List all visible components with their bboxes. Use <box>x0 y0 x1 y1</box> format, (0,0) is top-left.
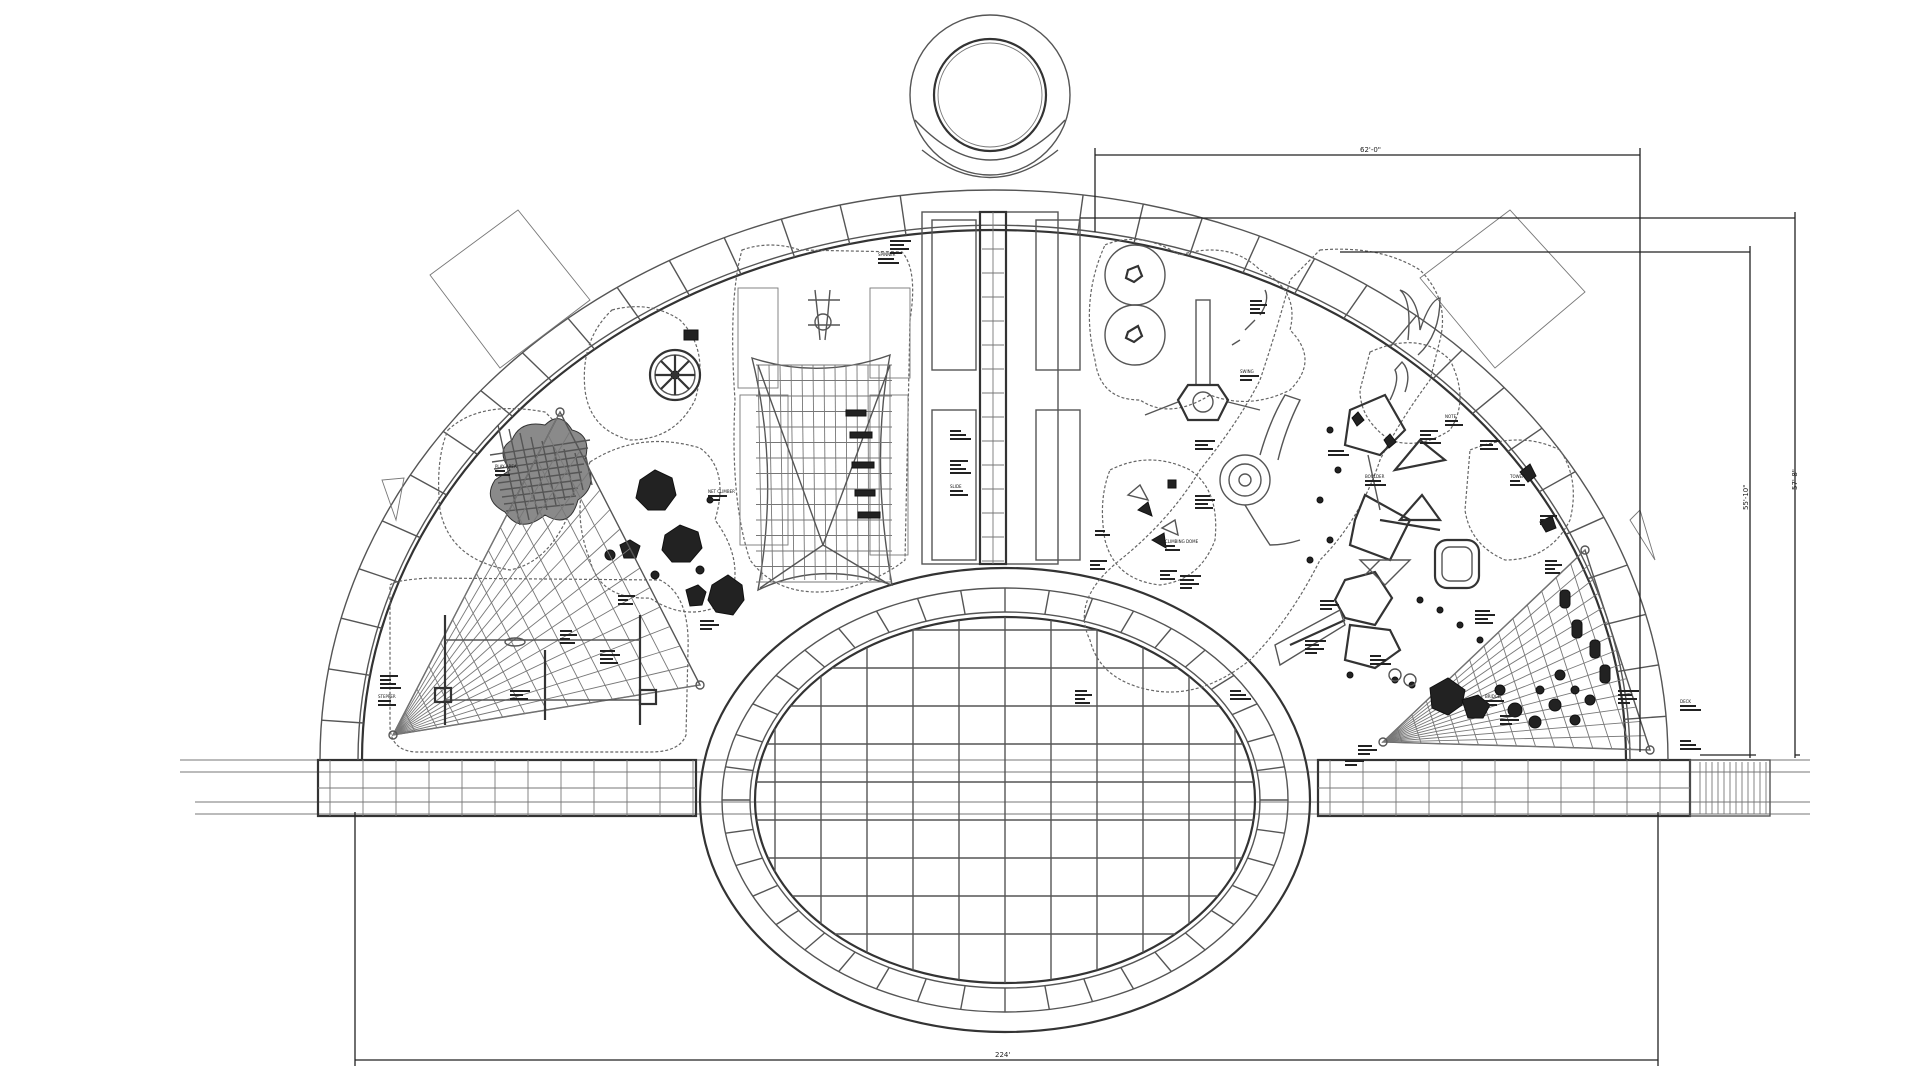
triangular-net-climber <box>388 407 705 740</box>
small-equipment-icon <box>683 329 699 341</box>
oval-paver-grid <box>756 617 1254 983</box>
equipment-label: BRIDGE <box>1485 694 1501 699</box>
play-tower <box>1144 299 1261 422</box>
central-spine-walkway <box>921 210 1081 566</box>
top-dimension-label: 62'-0" <box>1360 146 1381 154</box>
equipment-label: SLIDE <box>950 484 962 489</box>
equipment-label: NOTE <box>1445 414 1457 419</box>
equipment-label: DECK <box>1680 699 1691 704</box>
post-frame <box>433 615 658 725</box>
equipment-label: NET CLIMBER <box>708 489 735 494</box>
top-round-plaza <box>909 14 1071 179</box>
spine-paver-grid <box>982 212 1004 564</box>
right-outer-dimension-label: 57'-8" <box>1791 469 1799 490</box>
ladder-rungs <box>845 409 881 519</box>
slide-flume <box>1389 289 1441 401</box>
equipment-callouts: PLAY AREA NET CLIMBER SPINNER SLIDE CLIMBING… <box>378 240 1701 766</box>
walkway-grid-left <box>318 760 696 816</box>
oval-border-segments <box>722 588 1288 1012</box>
boulder-cluster <box>604 469 745 616</box>
central-oval-plaza <box>698 566 1312 1034</box>
spiral-slide <box>1219 289 1301 546</box>
equipment-label: BOULDER <box>1365 474 1385 479</box>
left-play-area <box>388 244 914 753</box>
equipment-label: SWING <box>1240 369 1254 374</box>
right-play-area <box>1083 238 1655 755</box>
climbing-dome <box>489 418 593 526</box>
walkway-grid-right <box>1318 760 1767 816</box>
equipment-label: SPINNER <box>878 252 896 257</box>
equipment-label: STEPPER <box>378 694 396 699</box>
right-triangular-net <box>1378 545 1655 755</box>
bottom-dimension-label: 224' <box>995 1051 1010 1059</box>
equipment-label: PLAY AREA <box>495 464 517 469</box>
dimension-lines: 62'-0" 57'-8" 55'-10" 224' <box>354 146 1800 1066</box>
rope-net-climber <box>737 287 911 592</box>
shade-structure-outlines <box>381 209 1656 561</box>
equipment-label: CLIMBING DOME <box>1165 539 1199 544</box>
bottom-walkway <box>180 758 1810 818</box>
equipment-label: TOWER <box>1509 474 1525 479</box>
right-inner-dimension-label: 55'-10" <box>1742 485 1750 510</box>
spinner-wheel-icon <box>648 348 702 402</box>
composite-play-structure <box>1274 289 1484 689</box>
